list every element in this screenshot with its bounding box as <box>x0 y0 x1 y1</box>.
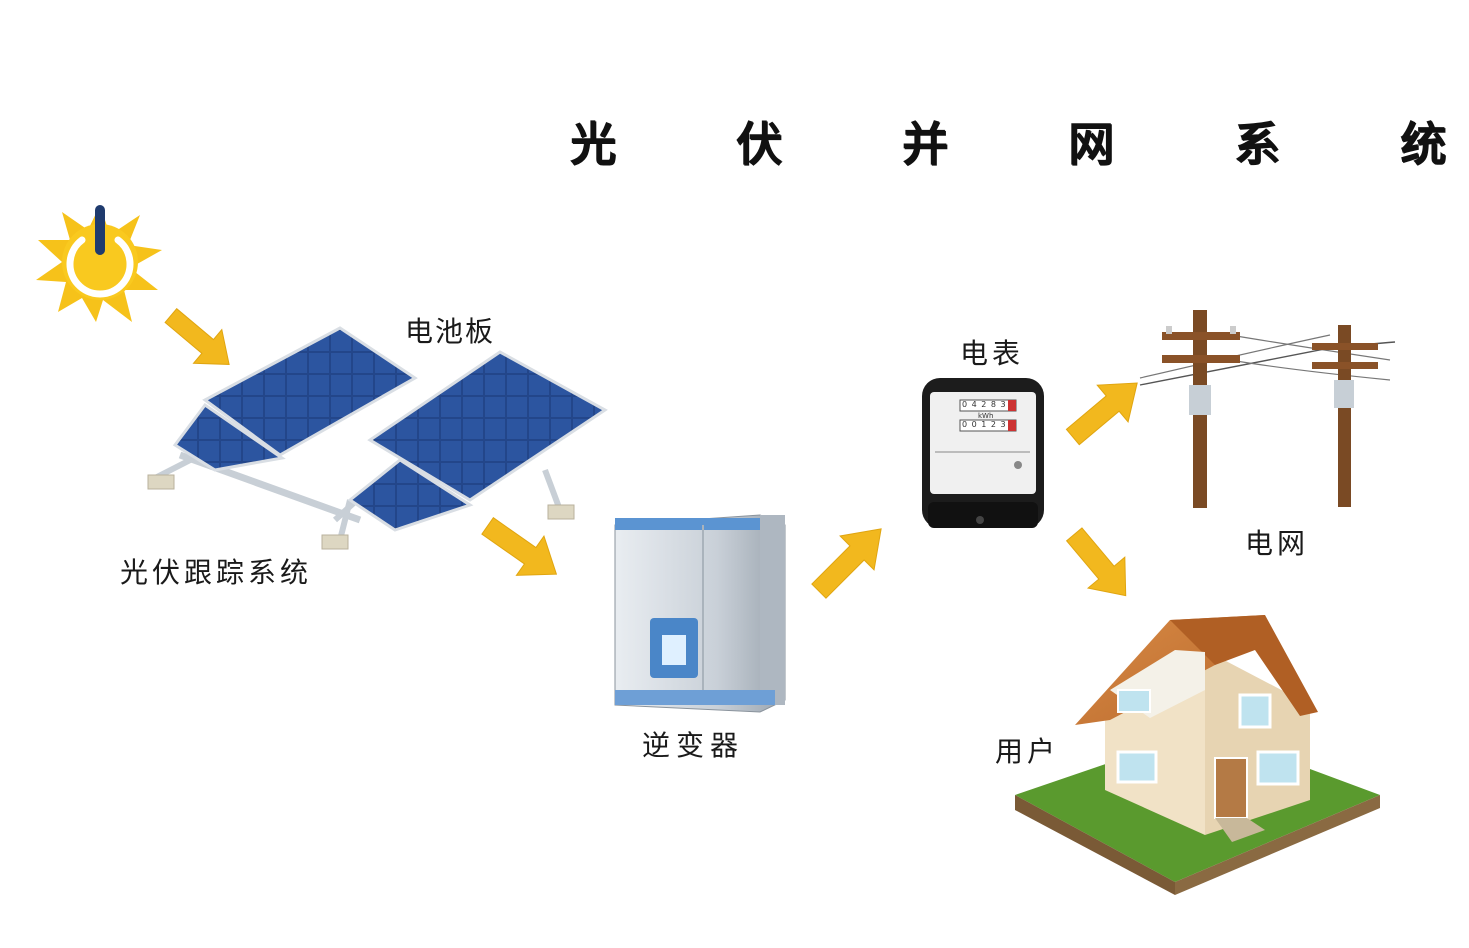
meter-reading-2: 0 0 1 2 3 <box>962 420 1007 429</box>
label-tracker: 光伏跟踪系统 <box>120 551 312 591</box>
meter-unit: kWh <box>978 412 993 420</box>
house-icon <box>1015 615 1380 895</box>
inverter-icon <box>615 515 785 712</box>
label-meter: 电表 <box>960 332 1024 372</box>
label-inverter: 逆变器 <box>642 724 744 764</box>
label-panels: 电池板 <box>405 310 495 350</box>
label-user: 用户 <box>995 730 1059 770</box>
arrow-icon <box>1056 519 1144 611</box>
arrow-icon <box>802 512 898 608</box>
label-grid: 电网 <box>1245 522 1309 562</box>
arrow-icon <box>157 299 244 382</box>
sun-power-icon <box>36 205 162 322</box>
arrow-icon <box>1057 365 1152 456</box>
meter-reading-1: 0 4 2 8 3 <box>962 400 1007 409</box>
utility-pole-icon <box>1140 310 1395 508</box>
